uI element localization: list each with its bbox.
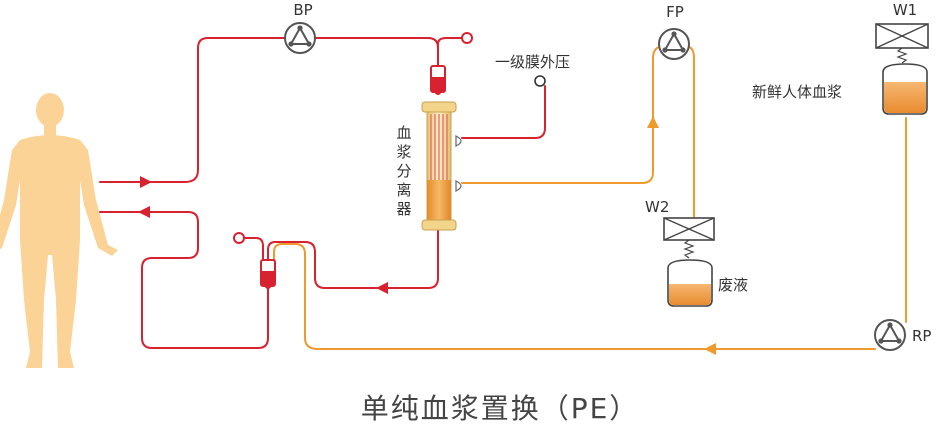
venous-pressure-line [244,237,264,261]
venous-pressure-port [233,232,245,244]
w1-scale-icon [875,23,929,64]
separator-label: 血 浆 分 离 器 [396,124,411,218]
rp-arrow [704,343,716,355]
separator-char: 血 [396,124,411,142]
separator-char: 浆 [396,143,411,161]
w1-label: W1 [893,1,917,19]
drip-pressure-port [461,32,473,44]
tmp-pressure-port [534,75,546,87]
outlet-arrow [376,282,388,294]
bp-to-filter-line [314,37,439,69]
fresh-plasma-label: 新鲜人体血浆 [752,83,842,101]
arterial-drip-chamber [430,65,446,95]
plasma-separator [421,101,462,231]
separator-char: 离 [396,181,411,199]
venous-drip-chamber [260,259,276,289]
human-body-icon [0,93,118,368]
waste-label: 废液 [718,276,748,294]
diagram-title: 单纯血浆置换（PE） [361,392,640,425]
blood-pump-icon [284,22,316,54]
arterial-line [99,37,286,183]
tmp-line [461,85,546,139]
venous-return-line [99,211,269,349]
return-arrow [138,206,150,218]
replacement-pump-icon [874,319,906,351]
fp-to-waste-line [684,45,695,219]
tmp-label: 一级膜外压 [495,53,570,71]
filtrate-arrow [647,116,659,128]
rp-label: RP [912,327,931,345]
filtrate-pump-icon [658,28,690,60]
w2-label: W2 [645,198,669,216]
separator-char: 分 [396,162,411,180]
waste-bag-icon [667,259,713,307]
arterial-arrow [140,176,152,188]
fp-label: FP [666,3,684,21]
w2-scale-icon [663,217,715,259]
separator-char: 器 [396,200,411,218]
filter-outlet-line [267,227,439,289]
bp-label: BP [293,1,312,19]
fresh-plasma-bag-icon [882,63,928,115]
blood-circuit [99,37,546,349]
drip-pressure-line [437,37,463,53]
rp-return-line [273,243,876,350]
